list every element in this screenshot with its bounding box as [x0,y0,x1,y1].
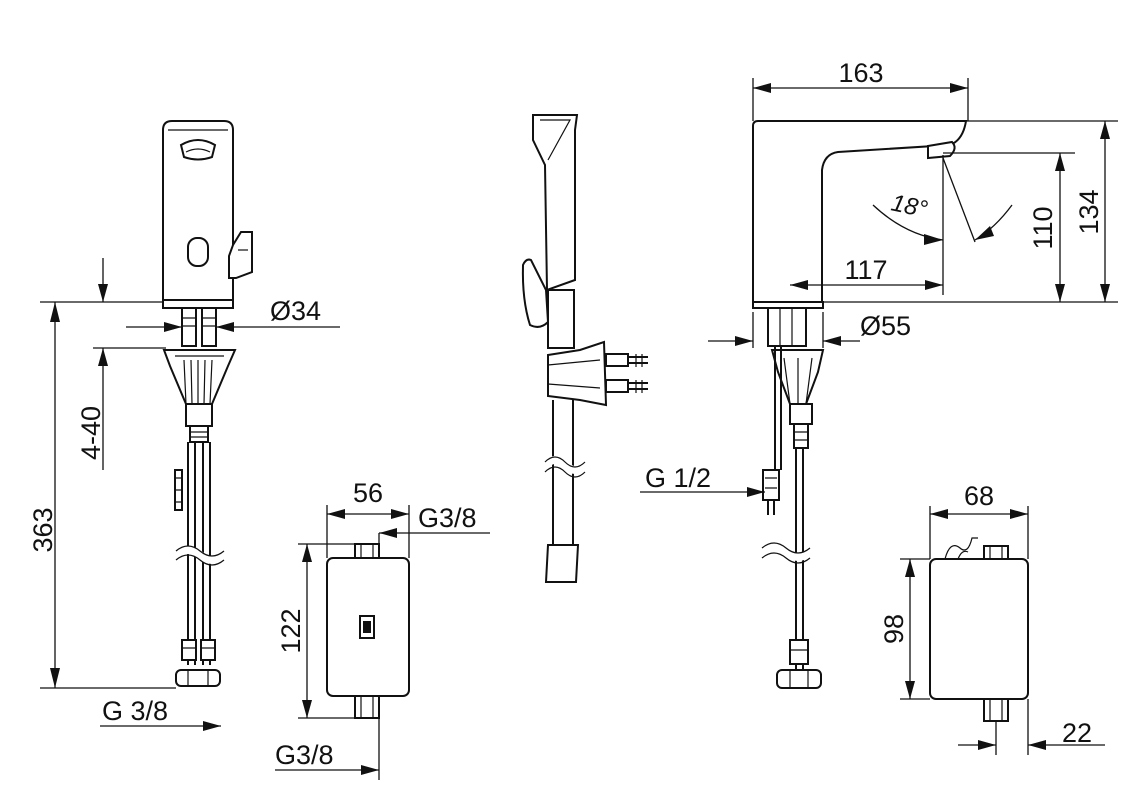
control-box-left [326,543,410,719]
dimension-labels: 363 4-40 Ø34 G 3/8 163 117 110 134 18° Ø… [28,58,1104,770]
dim-163: 163 [838,58,883,88]
dim-front-thread: G 3/8 [102,696,168,726]
dim-shank-diameter: Ø34 [270,296,321,326]
control-box-right [929,537,1029,722]
dim-inlet-thread: G 1/2 [645,463,711,493]
dim-122: 122 [276,608,306,653]
dim-363: 363 [28,507,58,552]
faucet-front-view [162,120,253,687]
dim-4-40: 4-40 [76,406,106,460]
dim-56: 56 [353,478,383,508]
dim-angle: 18° [889,189,931,223]
dim-22: 22 [1062,718,1092,748]
faucet-side-profile [521,114,648,583]
side-view-dimensions [640,78,1118,497]
faucet-side-view [752,120,968,689]
dim-134: 134 [1074,189,1104,234]
control-box-left-dimensions [275,505,490,780]
dim-98: 98 [879,614,909,644]
front-view-dimensions [40,258,340,731]
dim-bottom-thread: G3/8 [275,740,334,770]
dim-base-diameter: Ø55 [860,311,911,341]
dim-top-thread: G3/8 [418,503,477,533]
dim-117: 117 [844,255,887,285]
dim-68: 68 [964,481,994,511]
control-box-right-dimensions [900,506,1105,755]
dim-110: 110 [1028,206,1058,249]
